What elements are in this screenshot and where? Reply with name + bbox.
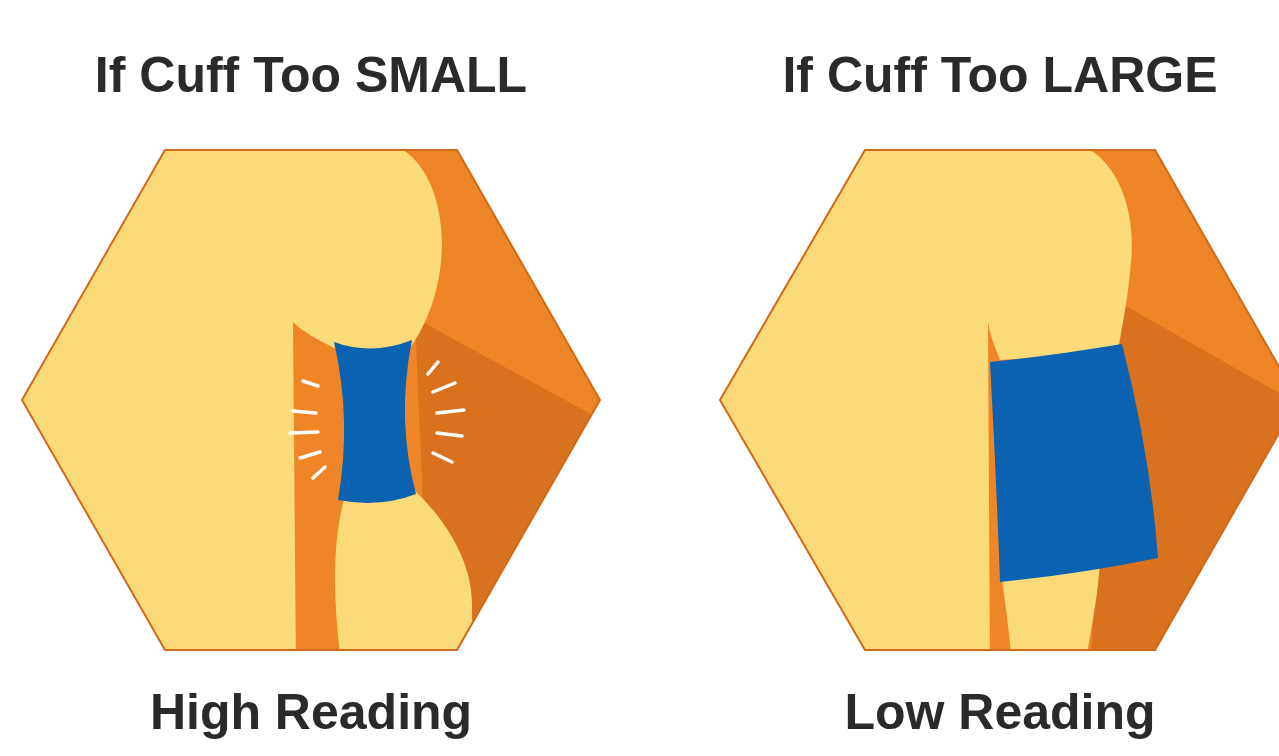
hexagon-panel: If Cuff Too SMALL High Reading (11, 0, 611, 756)
hexagon-border (720, 150, 1279, 650)
squeeze-marks (290, 362, 464, 478)
reading-label: High Reading (11, 682, 611, 742)
panel-heading: If Cuff Too SMALL (11, 45, 611, 105)
small-cuff (334, 340, 416, 503)
lower-arm (335, 490, 472, 670)
hexagon-panel: If Cuff Too LARGE Low Reading (715, 0, 1279, 756)
reading-label: Low Reading (715, 682, 1279, 742)
hexagon-border (22, 150, 600, 650)
small-cuff-panel (0, 140, 620, 670)
large-cuff (990, 344, 1158, 582)
panel-heading: If Cuff Too LARGE (715, 45, 1279, 105)
large-cuff-panel (700, 140, 1279, 670)
